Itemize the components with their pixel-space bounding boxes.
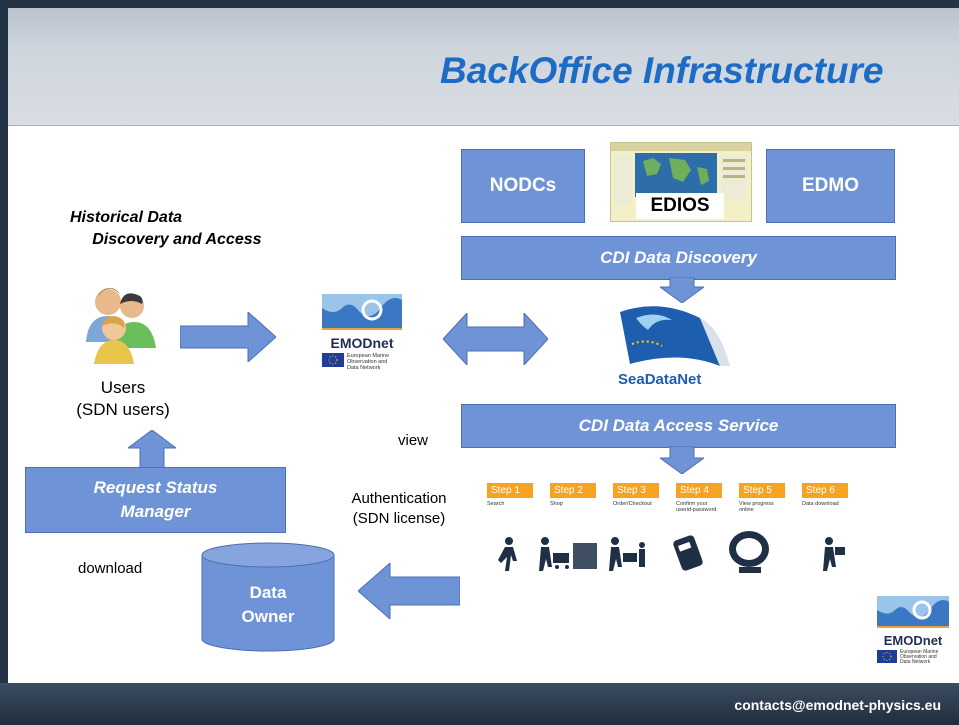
- monitor-icon: [729, 531, 769, 573]
- top-border: [0, 0, 959, 8]
- download-label: download: [78, 560, 143, 577]
- step-label: Step 4: [676, 483, 722, 498]
- up-arrow-icon: [128, 430, 176, 468]
- eu-flag-icon-small: [877, 650, 897, 663]
- slide-title: BackOffice Infrastructure: [440, 50, 884, 91]
- seadatanet-logo-text: SeaDataNet: [618, 371, 702, 388]
- section-title: Historical Data Discovery and Access: [70, 209, 262, 248]
- edmo-label: EDMO: [802, 175, 859, 196]
- edios-label: EDIOS: [650, 195, 710, 216]
- step-label: Step 1: [487, 483, 533, 498]
- request-status-manager-box: Request Status Manager: [25, 467, 286, 533]
- seadatanet-flag-icon: [620, 306, 730, 366]
- emodnet-logo-text: EMODnet: [330, 335, 394, 351]
- footer-bar: [0, 683, 959, 725]
- left-arrow-icon: [358, 563, 460, 619]
- authentication-label: Authentication (SDN license): [351, 490, 447, 527]
- left-border: [0, 0, 8, 725]
- step-label: Step 5: [739, 483, 785, 498]
- down-arrow-icon: [660, 277, 704, 303]
- eu-flag-icon: [322, 353, 344, 367]
- checkout-icon: [609, 537, 645, 571]
- double-arrow-icon: [443, 313, 548, 365]
- delivery-person-icon: [823, 537, 845, 571]
- request-status-manager-label: Request Status Manager: [93, 478, 218, 521]
- search-person-icon: [498, 537, 517, 571]
- shop-cart-icon: [539, 537, 597, 571]
- header-band: [8, 0, 959, 126]
- emodnet-small-logo-text: EMODnet: [883, 633, 943, 648]
- users-label: Users (SDN users): [76, 378, 170, 419]
- emodnet-logo: EMODnet European Marine Observation and …: [322, 290, 402, 372]
- step-label: Step 2: [550, 483, 596, 498]
- step-caption: Confirm your userid-password: [676, 501, 717, 513]
- step-5: Step 5 View progress online: [739, 483, 800, 513]
- view-label: view: [398, 432, 429, 449]
- emodnet-wave-icon-small: [877, 596, 949, 628]
- step-caption: Shop: [550, 501, 563, 507]
- cdi-data-access-service-label: CDI Data Access Service: [578, 416, 779, 435]
- steps-strip: Step 1 Search Step 2 Shop Step 3 Order/C…: [487, 483, 865, 603]
- seadatanet-logo: SeaDataNet: [610, 304, 760, 388]
- step-label: Step 3: [613, 483, 659, 498]
- step-label: Step 6: [802, 483, 848, 498]
- step-caption: Order/Checkout: [613, 501, 652, 507]
- emodnet-wave-icon: [322, 294, 402, 330]
- step-caption: Search: [487, 501, 505, 507]
- step-caption: View progress online: [739, 501, 774, 513]
- step-pictograms: [498, 531, 845, 573]
- edios-screenshot: EDIOS: [610, 142, 752, 222]
- edios-label-box: EDIOS: [636, 193, 724, 219]
- step-caption: Data download: [802, 501, 839, 507]
- nodcs-box: NODCs: [461, 149, 585, 223]
- database-icon: [201, 542, 335, 652]
- step-3: Step 3 Order/Checkout: [613, 483, 674, 513]
- step-1: Step 1 Search: [487, 483, 548, 513]
- step-4: Step 4 Confirm your userid-password: [676, 483, 737, 513]
- edios-map-icon: [611, 143, 751, 205]
- emodnet-small-logo-subtitle: European Marine Observation and Data Net…: [900, 649, 939, 665]
- right-arrow-icon: [180, 312, 276, 362]
- users-icon: [86, 288, 156, 364]
- card-terminal-icon: [673, 535, 703, 571]
- cdi-data-discovery-label: CDI Data Discovery: [600, 248, 757, 267]
- footer-email-link[interactable]: contacts@emodnet-physics.eu: [734, 697, 941, 713]
- step-2: Step 2 Shop: [550, 483, 611, 513]
- cdi-data-discovery-box: CDI Data Discovery: [461, 236, 896, 280]
- down-arrow-icon-2: [660, 446, 704, 474]
- emodnet-logo-subtitle: European Marine Observation and Data Net…: [347, 353, 390, 371]
- nodcs-label: NODCs: [489, 175, 557, 196]
- cdi-data-access-service-box: CDI Data Access Service: [461, 404, 896, 448]
- emodnet-logo-small: EMODnet European Marine Observation and …: [877, 592, 949, 672]
- step-6: Step 6 Data download: [802, 483, 863, 513]
- data-owner-label: Data Owner: [241, 583, 295, 626]
- edmo-box: EDMO: [766, 149, 895, 223]
